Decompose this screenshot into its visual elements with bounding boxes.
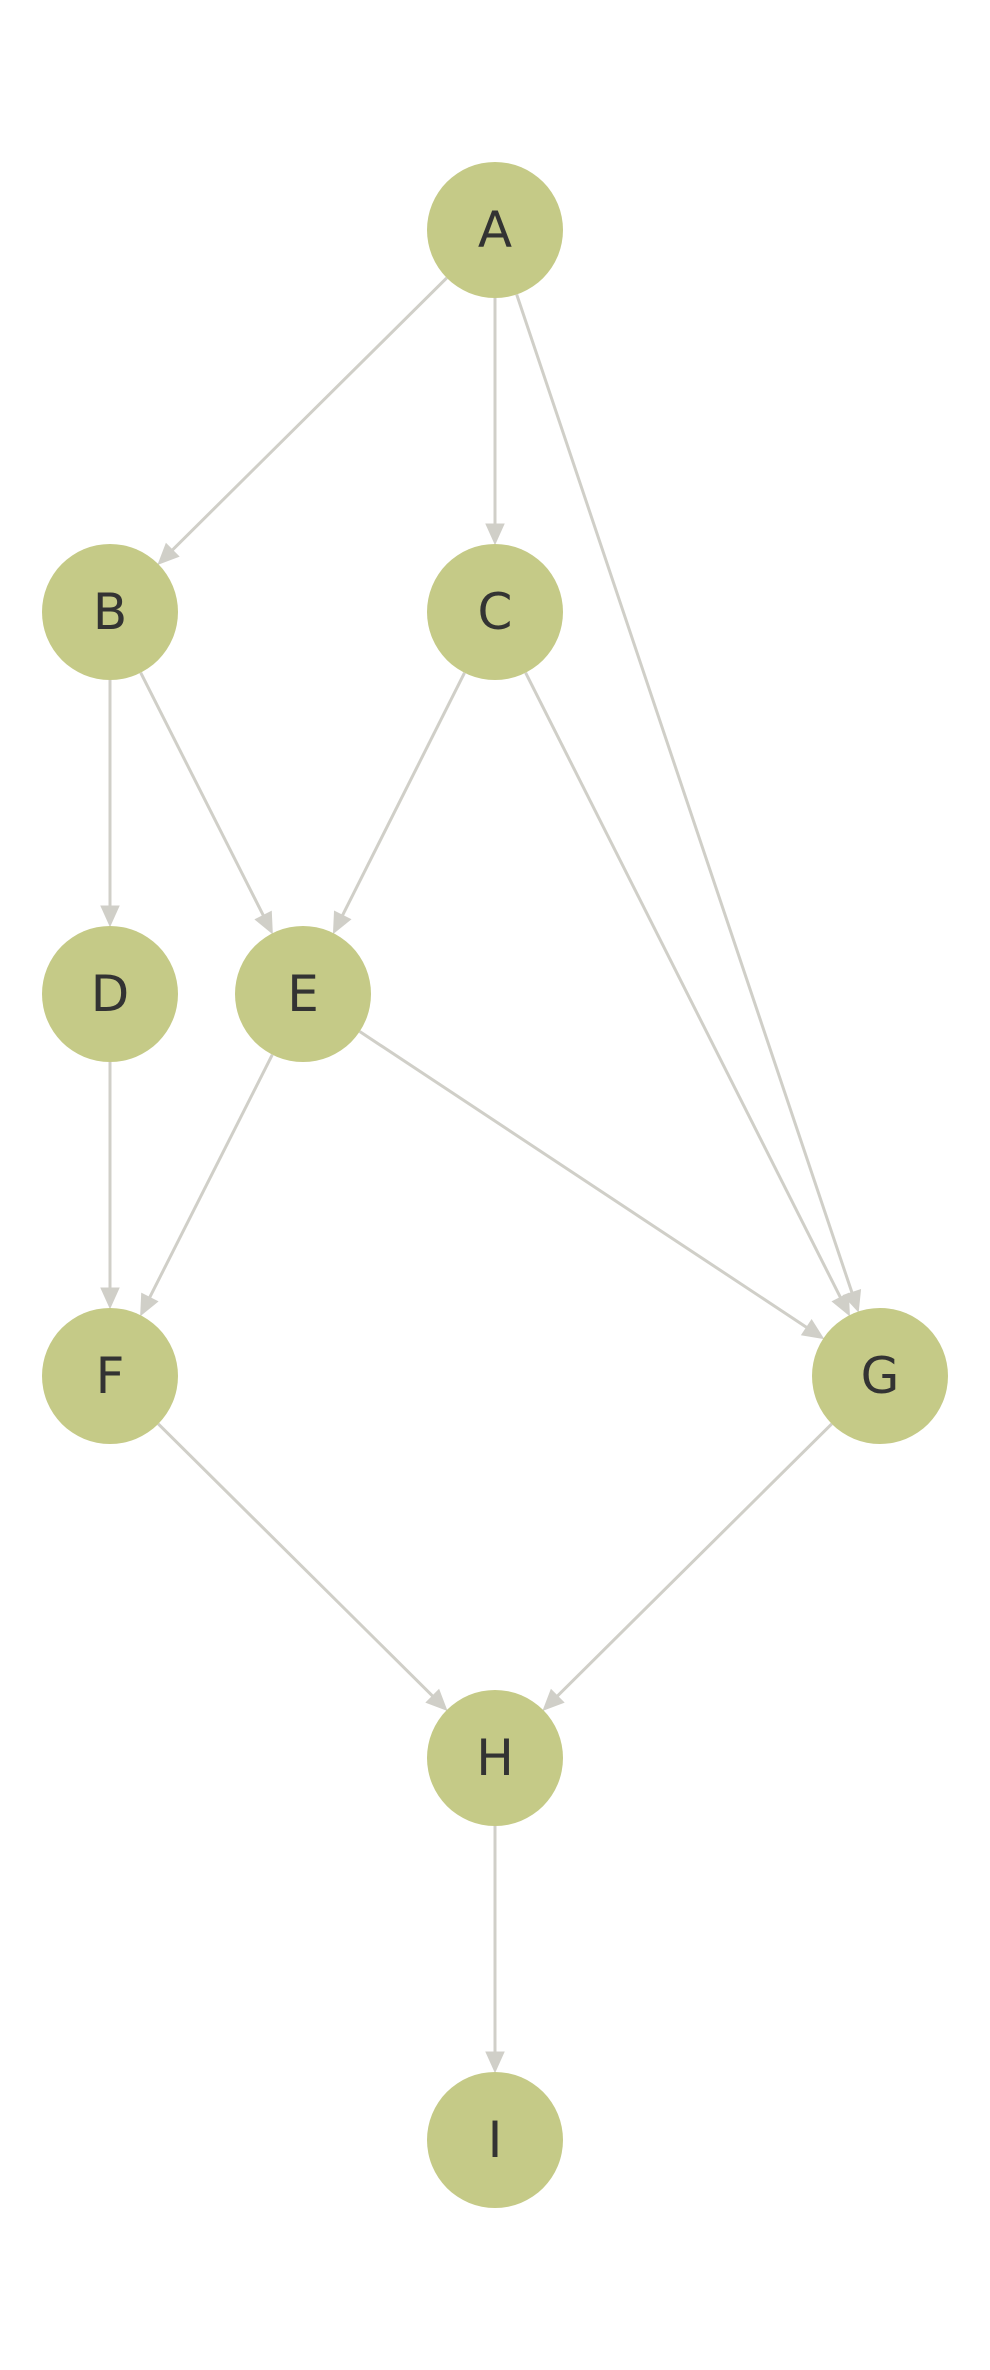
arrowhead-icon (800, 1318, 825, 1340)
edge-h-i (485, 1826, 505, 2074)
edge-c-e (332, 672, 466, 935)
node-i: I (427, 2072, 563, 2208)
edge-line (157, 1422, 436, 1699)
arrowhead-icon (485, 2051, 505, 2074)
edge-f-h (157, 1422, 448, 1711)
edge-d-f (100, 1062, 120, 1310)
edge-a-g (515, 294, 862, 1313)
node-e: E (235, 926, 371, 1062)
node-label: E (287, 965, 319, 1023)
edge-e-f (140, 1054, 274, 1317)
edge-a-b (157, 276, 448, 565)
arrowhead-icon (425, 1688, 448, 1711)
arrowhead-icon (485, 523, 505, 546)
node-circle (235, 926, 371, 1062)
node-circle (427, 2072, 563, 2208)
edge-b-d (100, 680, 120, 928)
node-circle (427, 544, 563, 680)
nodes-layer: A B C D E F G H I (42, 162, 948, 2208)
node-label: G (861, 1347, 900, 1405)
node-circle (427, 162, 563, 298)
edge-line (139, 672, 266, 918)
edge-a-c (485, 298, 505, 546)
edge-line (515, 294, 855, 1295)
node-label: H (476, 1729, 514, 1787)
node-label: B (93, 583, 127, 641)
node-d: D (42, 926, 178, 1062)
arrowhead-icon (100, 1287, 120, 1310)
node-circle (42, 926, 178, 1062)
node-h: H (427, 1690, 563, 1826)
arrowhead-icon (254, 910, 273, 935)
node-f: F (42, 1308, 178, 1444)
node-label: A (478, 201, 512, 259)
edges-layer (100, 276, 862, 2074)
edge-line (358, 1030, 810, 1330)
arrowhead-icon (542, 1688, 565, 1711)
node-circle (427, 1690, 563, 1826)
node-label: D (91, 965, 130, 1023)
edge-e-g (358, 1030, 825, 1340)
edge-line (169, 276, 448, 553)
edge-g-h (542, 1422, 833, 1711)
arrowhead-icon (831, 1292, 850, 1317)
edge-b-e (139, 672, 273, 935)
node-circle (42, 544, 178, 680)
node-circle (42, 1308, 178, 1444)
edge-line (524, 672, 843, 1300)
edge-line (147, 1054, 274, 1300)
edge-line (554, 1422, 833, 1699)
arrowhead-icon (157, 542, 180, 565)
node-a: A (427, 162, 563, 298)
arrowhead-icon (332, 910, 352, 935)
node-b: B (42, 544, 178, 680)
edge-line (340, 672, 466, 918)
edge-c-g (524, 672, 850, 1317)
arrowhead-icon (140, 1292, 159, 1317)
node-c: C (427, 544, 563, 680)
node-label: C (478, 583, 513, 641)
node-label: I (488, 2111, 503, 2169)
arrowhead-icon (100, 905, 120, 928)
node-g: G (812, 1308, 948, 1444)
node-circle (812, 1308, 948, 1444)
node-label: F (96, 1347, 125, 1405)
